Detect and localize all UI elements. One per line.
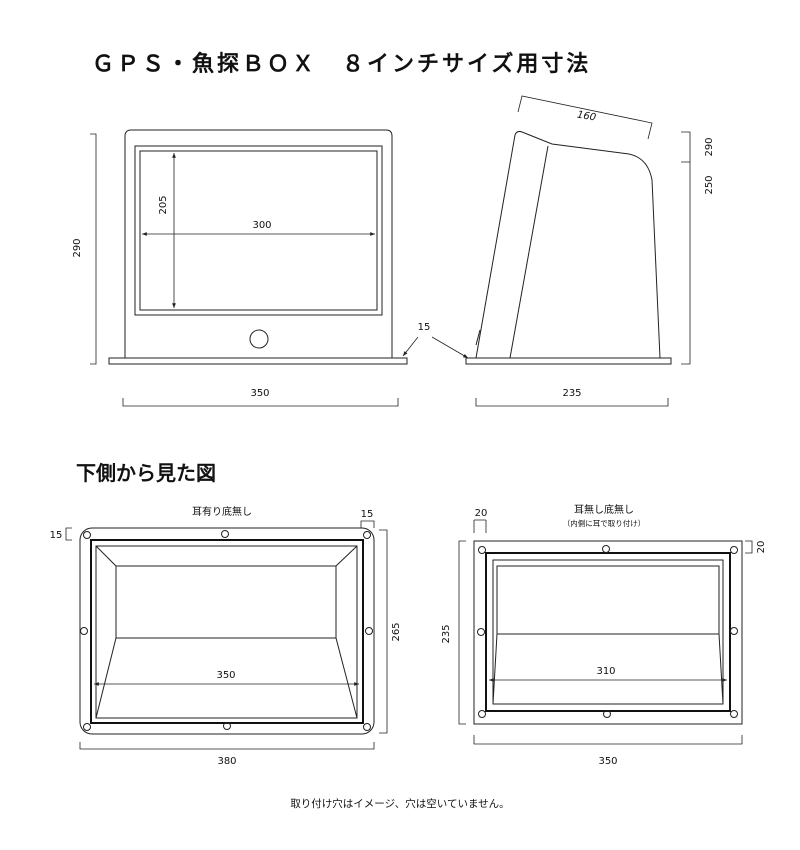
dim-bottom-right-height: 235 (441, 624, 452, 643)
dim-bottom-right-flange-right: 20 (756, 541, 767, 554)
dim-side-lower: 250 (704, 175, 715, 194)
dim-bottom-right-outer-width: 350 (598, 756, 617, 767)
bottom-left-label: 耳有り底無し (192, 505, 252, 518)
dim-side-top: 160 (576, 109, 597, 123)
dim-bottom-right-inner-width: 310 (596, 666, 615, 677)
mounting-hole-note: 取り付け穴はイメージ、穴は空いていません。 (290, 798, 510, 810)
bottom-right-sublabel: （内側に耳で取り付け） (563, 518, 646, 528)
dim-bottom-left-inner-width: 350 (216, 670, 235, 681)
page-title: ＧＰＳ・魚探ＢＯＸ ８インチサイズ用寸法 (92, 52, 592, 77)
dim-base-width: 350 (250, 388, 269, 399)
dim-flange: 15 (418, 322, 431, 333)
dim-overall-height: 290 (72, 238, 83, 257)
bottom-view-flanged: 耳有り底無し 350 15 15 265 380 (50, 505, 402, 767)
dim-bottom-left-outer-width: 380 (217, 756, 236, 767)
dim-inner-width: 300 (252, 220, 271, 231)
dim-side-upper: 290 (704, 137, 715, 156)
bottom-view-no-flange: 耳無し底無し （内側に耳で取り付け） 310 20 20 235 350 (441, 503, 767, 767)
section-title-bottom-view: 下側から見た図 (76, 461, 216, 485)
bottom-right-label: 耳無し底無し (574, 503, 634, 516)
side-view: 160 290 250 235 (465, 95, 715, 407)
dim-bottom-right-flange-top: 20 (475, 508, 488, 519)
dim-side-base: 235 (562, 388, 581, 399)
front-view: 205 300 290 350 15 (72, 129, 469, 407)
dim-bottom-left-flange-top: 15 (361, 509, 374, 520)
dim-bottom-left-flange-left: 15 (50, 530, 63, 541)
dim-inner-height: 205 (158, 195, 169, 214)
dim-bottom-left-height: 265 (391, 622, 402, 641)
